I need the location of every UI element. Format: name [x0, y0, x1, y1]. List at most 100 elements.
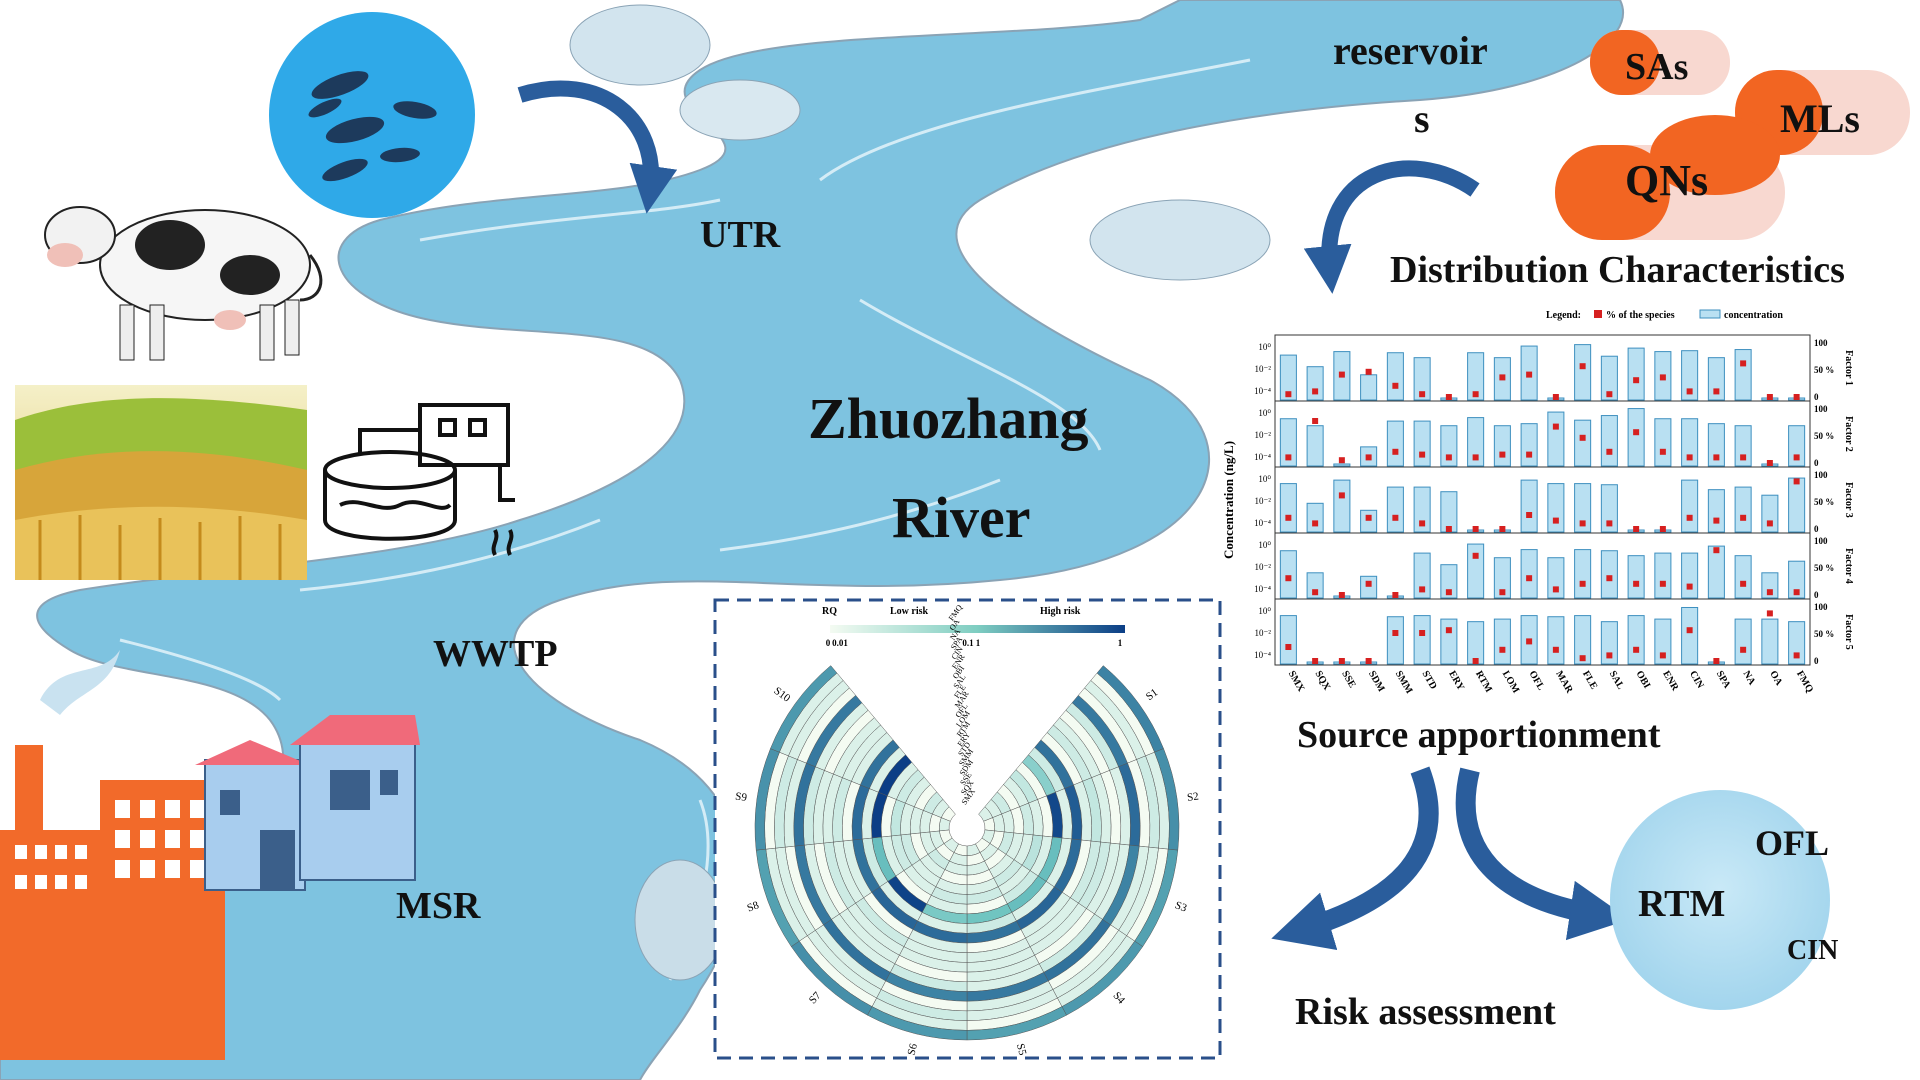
- concentration-bar: [1413, 486, 1431, 533]
- concentration-bar: [1707, 489, 1725, 533]
- concentration-bar: [1520, 549, 1538, 599]
- pct-marker: [1633, 526, 1640, 532]
- pct-marker: [1526, 512, 1533, 518]
- concentration-bar: [1681, 418, 1699, 467]
- concentration-bar: [1788, 477, 1806, 533]
- concentration-bar: [1493, 557, 1511, 599]
- concentration-bar: [1734, 486, 1752, 533]
- concentration-bar: [1413, 420, 1431, 467]
- water-tank-icon: [323, 403, 515, 556]
- y2-tick-label: 100: [1814, 338, 1828, 348]
- concentration-bar: [1360, 374, 1378, 401]
- concentration-bar: [1788, 621, 1806, 665]
- curved-arrow-icon: [517, 80, 678, 214]
- pct-marker: [1766, 394, 1773, 400]
- pct-marker: [1606, 391, 1613, 398]
- concentration-bar: [1493, 618, 1511, 665]
- rq-legend-low: Low risk: [890, 606, 929, 617]
- pct-marker: [1526, 451, 1533, 458]
- concentration-bar: [1761, 618, 1779, 665]
- concentration-bar: [1306, 366, 1324, 401]
- curved-arrow-icon: [1271, 766, 1439, 951]
- concentration-bar: [1574, 483, 1592, 533]
- concentration-bar: [1279, 354, 1297, 401]
- pct-marker: [1793, 454, 1800, 461]
- pct-marker: [1312, 589, 1319, 596]
- curved-arrow-icon: [1303, 160, 1480, 294]
- factor-label: Factor 4: [1843, 548, 1854, 584]
- site-label: S8: [746, 899, 761, 914]
- concentration-bar: [1574, 615, 1592, 665]
- pct-marker: [1392, 514, 1399, 521]
- pct-marker: [1445, 627, 1452, 634]
- pct-marker: [1419, 451, 1426, 458]
- factor-label: Factor 3: [1843, 482, 1854, 518]
- pct-marker: [1499, 451, 1506, 458]
- pct-marker: [1659, 580, 1666, 587]
- pct-marker: [1312, 388, 1319, 395]
- y-tick-label: 10⁻⁴: [1254, 386, 1271, 396]
- pct-marker: [1392, 630, 1399, 636]
- factory-icon: [0, 715, 420, 1060]
- concentration-bar: [1467, 417, 1485, 467]
- section-distribution: Distribution Characteristics: [1390, 249, 1845, 291]
- concentration-bar: [1788, 560, 1806, 599]
- site-label: S3: [1173, 899, 1188, 914]
- pct-marker: [1499, 526, 1506, 532]
- factor-label: Factor 5: [1843, 614, 1854, 650]
- concentration-bar: [1574, 549, 1592, 599]
- concentration-bar: [1788, 425, 1806, 467]
- pct-marker: [1579, 363, 1586, 370]
- y2-tick-label: 50 %: [1814, 497, 1834, 507]
- reservoir-line2: s: [1414, 96, 1430, 141]
- pct-marker: [1392, 592, 1399, 598]
- pct-marker: [1659, 448, 1666, 455]
- concentration-bar: [1627, 408, 1645, 467]
- y2-tick-label: 100: [1814, 536, 1828, 546]
- site-label: S5: [1014, 1042, 1029, 1057]
- pct-marker: [1766, 520, 1773, 527]
- pct-marker: [1472, 658, 1479, 664]
- concentration-bar: [1654, 552, 1672, 599]
- pct-marker: [1338, 371, 1345, 378]
- concentration-bar: [1734, 618, 1752, 665]
- pct-marker: [1633, 646, 1640, 653]
- site-label: S9: [734, 791, 748, 805]
- pct-marker: [1659, 374, 1666, 381]
- cow-icon: [44, 206, 323, 361]
- curved-arrow-icon: [1455, 767, 1630, 941]
- pct-marker: [1419, 630, 1426, 636]
- pct-marker: [1472, 552, 1479, 559]
- y2-tick-label: 100: [1814, 404, 1828, 414]
- concentration-bar: [1627, 347, 1645, 401]
- pct-marker: [1392, 382, 1399, 389]
- factor-panel: [1274, 334, 1811, 402]
- pct-marker: [1338, 592, 1345, 598]
- pct-marker: [1713, 547, 1720, 554]
- river-name-line1: Zhuozhang: [808, 386, 1089, 451]
- capsule-label-mls: MLs: [1780, 96, 1860, 141]
- pct-marker: [1766, 460, 1773, 466]
- rock: [634, 859, 726, 981]
- heatmap-cell: [770, 665, 838, 753]
- pct-marker: [1740, 360, 1747, 367]
- y-axis-label: Concentration (ng/L): [1221, 441, 1236, 559]
- concentration-bar: [1467, 352, 1485, 401]
- capsule-label-qns: QNs: [1625, 156, 1709, 205]
- rq-tick-label: 0: [826, 638, 831, 648]
- concentration-bar: [1654, 418, 1672, 467]
- pct-marker: [1312, 520, 1319, 527]
- pct-marker: [1526, 575, 1533, 582]
- pct-marker: [1445, 454, 1452, 461]
- factor-panel: [1274, 532, 1811, 600]
- concentration-bar: [1547, 616, 1565, 665]
- concentration-bar: [1600, 550, 1618, 599]
- pct-marker: [1445, 394, 1452, 400]
- bubble-ofl: OFL: [1755, 823, 1830, 863]
- rq-tick-label: 1: [976, 638, 981, 648]
- river-highlight: [119, 58, 1251, 981]
- concentration-bar: [1306, 572, 1324, 599]
- y-tick-label: 10⁰: [1258, 408, 1271, 418]
